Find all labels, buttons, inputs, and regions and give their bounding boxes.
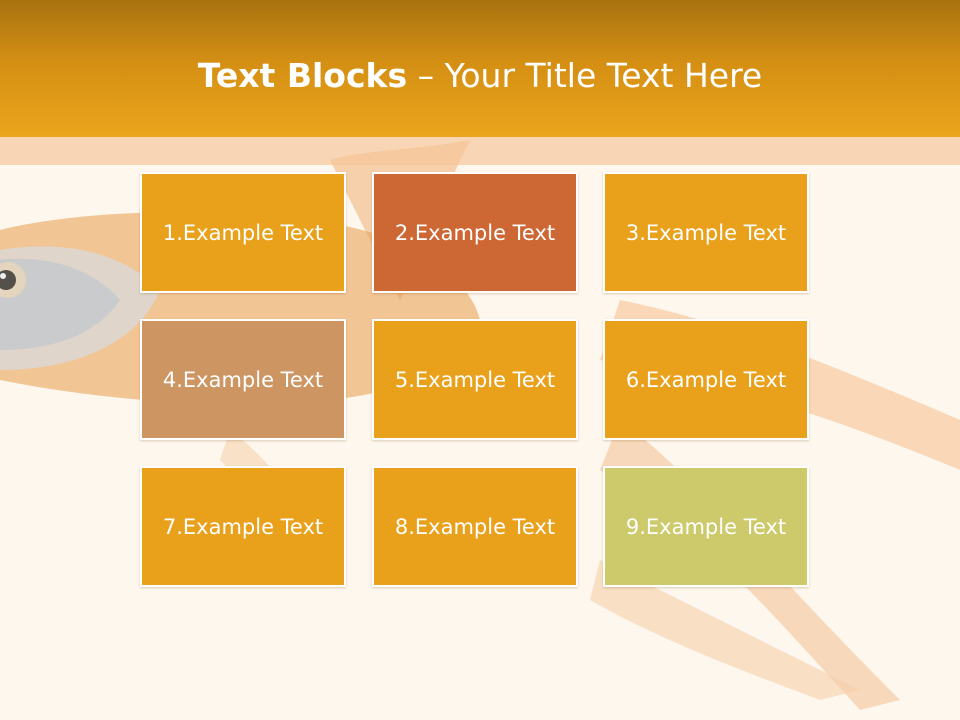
text-block-4: 4.Example Text bbox=[140, 319, 346, 440]
text-block-2: 2.Example Text bbox=[372, 172, 578, 293]
text-block-5: 5.Example Text bbox=[372, 319, 578, 440]
text-block-8: 8.Example Text bbox=[372, 466, 578, 587]
title-rest-text: – Your Title Text Here bbox=[407, 56, 763, 95]
title-bold-text: Text Blocks bbox=[197, 56, 408, 95]
text-block-9: 9.Example Text bbox=[603, 466, 809, 587]
text-block-6: 6.Example Text bbox=[603, 319, 809, 440]
title-bar-band bbox=[0, 137, 960, 165]
text-block-3: 3.Example Text bbox=[603, 172, 809, 293]
text-block-1: 1.Example Text bbox=[140, 172, 346, 293]
text-block-7: 7.Example Text bbox=[140, 466, 346, 587]
slide-title: Text Blocks – Your Title Text Here bbox=[0, 55, 960, 97]
title-bar bbox=[0, 0, 960, 137]
